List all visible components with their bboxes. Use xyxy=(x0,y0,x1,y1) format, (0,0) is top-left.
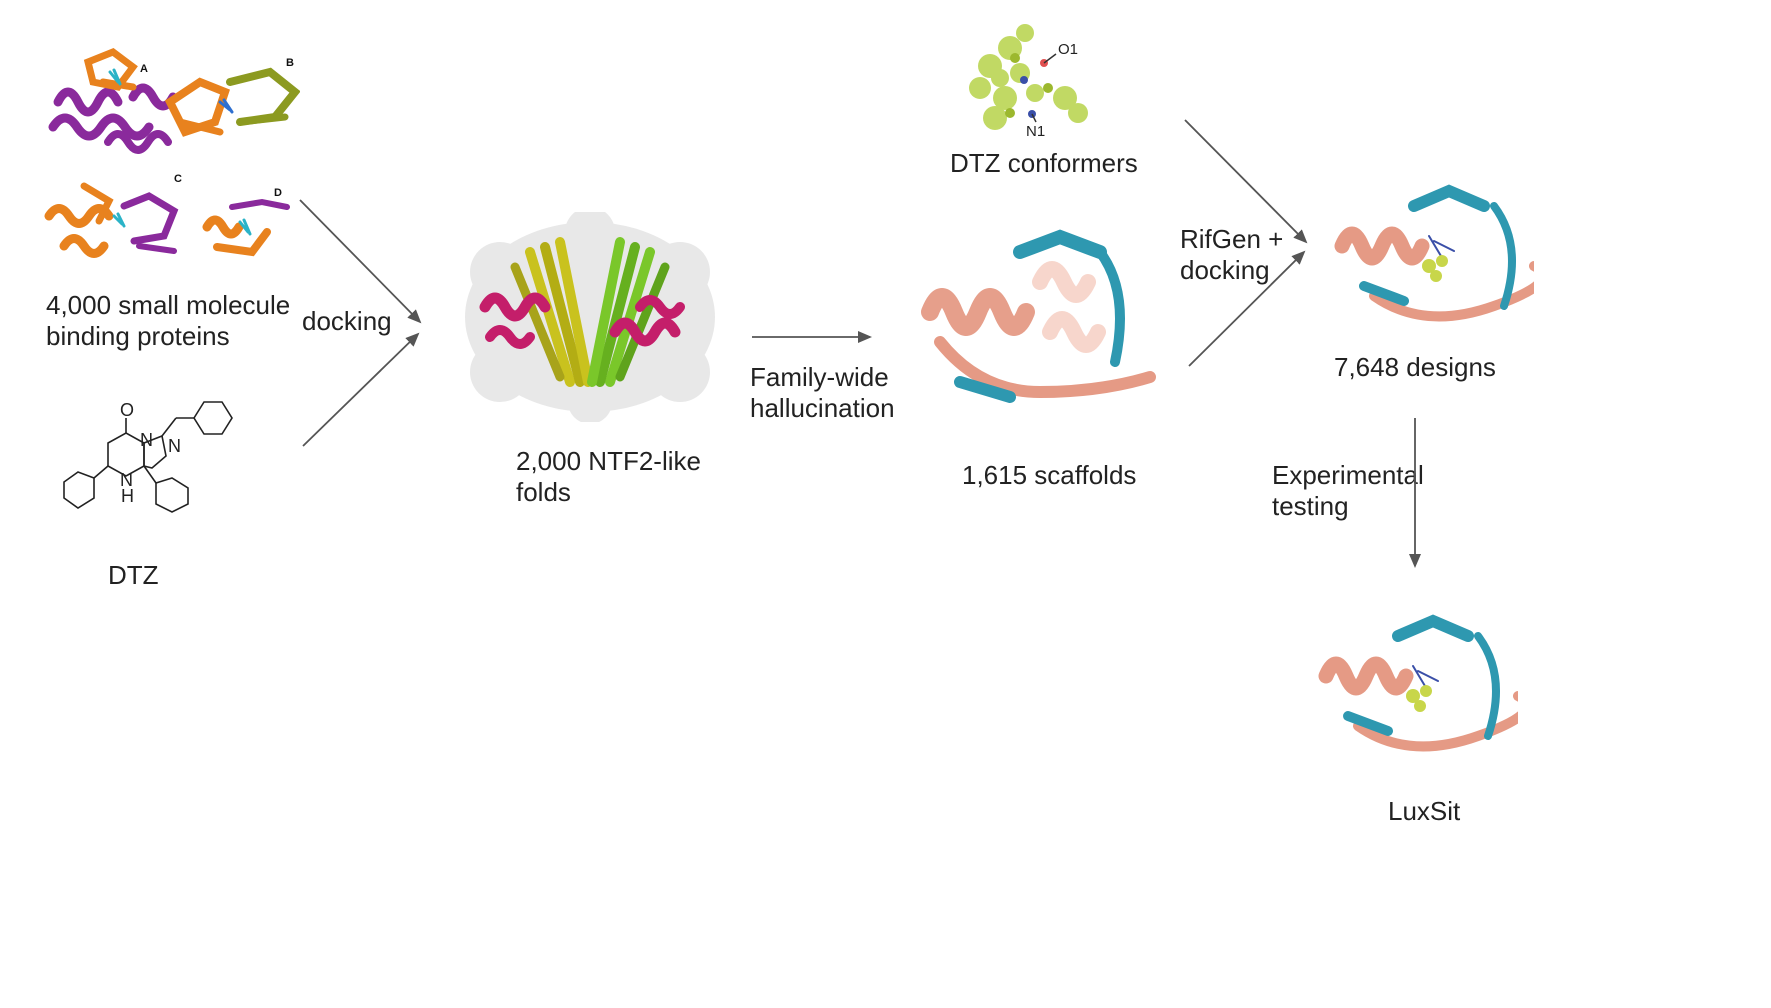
luxsit-label: LuxSit xyxy=(1388,796,1461,826)
atom-h: H xyxy=(121,486,134,506)
scaffold-image xyxy=(921,229,1156,403)
designs-image xyxy=(1334,184,1534,322)
docking-label: docking xyxy=(302,306,392,336)
dtz-conformers-label: DTZ conformers xyxy=(950,148,1138,178)
panel-letter-d: D xyxy=(274,187,282,199)
protein-panel-b xyxy=(164,67,300,137)
atom-n1: N1 xyxy=(1026,123,1045,140)
dtz-label: DTZ xyxy=(108,560,159,590)
protein-panel-c xyxy=(44,182,179,258)
atom-n-ring: N xyxy=(140,430,153,450)
atom-o: O xyxy=(120,400,134,420)
atom-o1: O1 xyxy=(1058,41,1078,58)
protein-panel-d xyxy=(202,198,290,257)
dtz-molecule: O N N N H xyxy=(63,400,233,513)
ntf2-fold-image xyxy=(465,212,715,422)
panel-letter-c: C xyxy=(174,173,182,185)
family-wide-hallucination-label: Family-wide hallucination xyxy=(750,362,895,423)
atom-n-top: N xyxy=(168,436,181,456)
protein-panel-a xyxy=(48,48,178,154)
dtz-conformers-image: O1 N1 xyxy=(969,24,1088,140)
experimental-testing-label: Experimental testing xyxy=(1272,460,1424,521)
rifgen-docking-label: RifGen + docking xyxy=(1180,224,1284,285)
ntf2-folds-label: 2,000 NTF2-like folds xyxy=(516,446,701,507)
arrow-dtz-to-folds xyxy=(302,332,420,447)
panel-letter-b: B xyxy=(286,57,294,69)
designs-label: 7,648 designs xyxy=(1334,352,1496,382)
scaffolds-label: 1,615 scaffolds xyxy=(962,460,1137,490)
luxsit-image xyxy=(1318,614,1518,752)
binding-proteins-label: 4,000 small molecule binding proteins xyxy=(46,290,291,351)
arrow-proteins-to-folds xyxy=(299,199,422,324)
atom-nh: N xyxy=(120,470,133,490)
panel-letter-a: A xyxy=(140,63,148,75)
